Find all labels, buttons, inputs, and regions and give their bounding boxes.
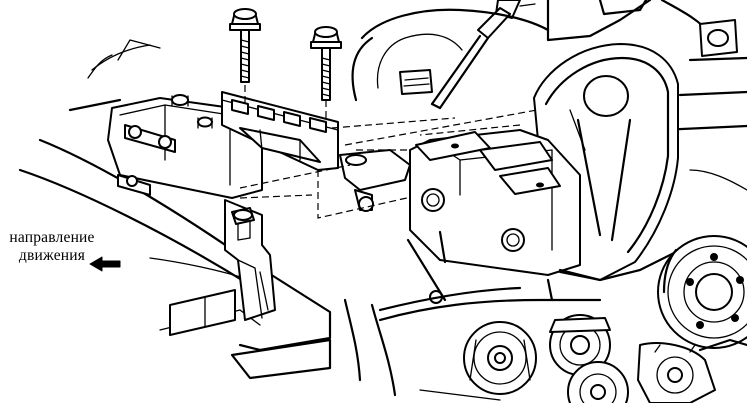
bolt-icon xyxy=(310,26,342,101)
engine-mount-bracket-icon xyxy=(221,91,411,212)
bolt-icon xyxy=(231,207,255,241)
water-pump-pulley xyxy=(567,361,629,403)
direction-label-line-2: движения xyxy=(18,247,86,264)
direction-of-travel-label: направление движения xyxy=(2,229,102,265)
pry-bar-tool xyxy=(430,0,536,110)
idler-pulley xyxy=(463,321,537,395)
engine-block xyxy=(343,0,747,401)
alternator-pulley xyxy=(637,338,747,403)
alignment-lines xyxy=(239,85,549,219)
direction-label-line-1: направление xyxy=(9,229,95,246)
direction-of-travel-arrow-icon xyxy=(89,256,121,272)
crankshaft-pulley xyxy=(657,235,747,349)
bolt-icon xyxy=(229,8,261,83)
